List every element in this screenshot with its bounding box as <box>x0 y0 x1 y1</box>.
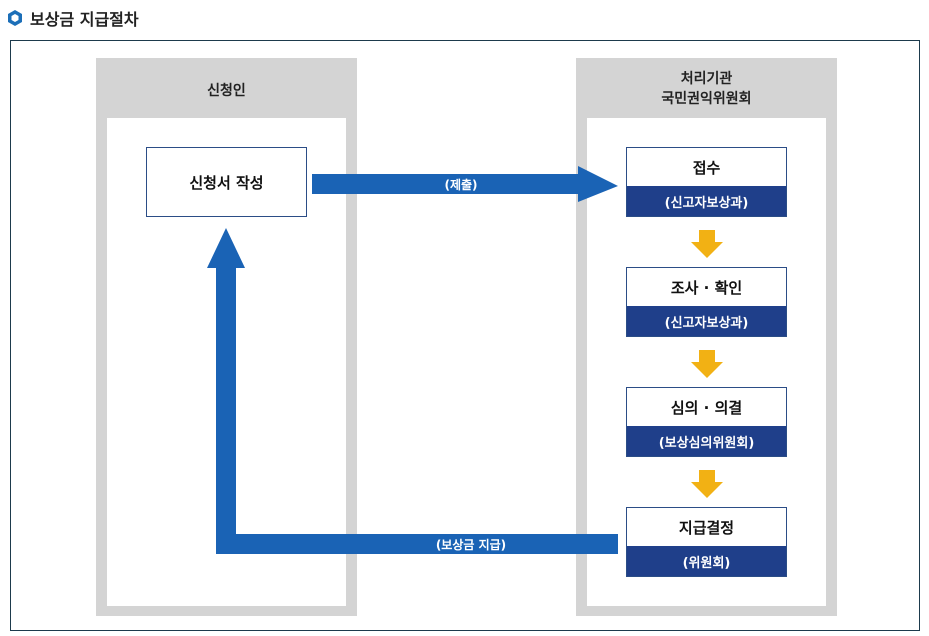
application-box-label: 신청서 작성 <box>189 173 264 192</box>
step-box-decision: 지급결정 (위원회) <box>626 507 787 577</box>
step-label: 접수 <box>692 158 721 177</box>
page-title: 보상금 지급절차 <box>8 6 139 30</box>
submit-arrow-label: (제출) <box>444 178 478 192</box>
step-box-investigation: 조사 · 확인 (신고자보상과) <box>626 267 787 337</box>
page-title-text: 보상금 지급절차 <box>30 10 139 29</box>
lane-agency-label: 처리기관 국민권익위원회 <box>576 69 837 109</box>
step-label: 조사 · 확인 <box>670 278 743 297</box>
step-box-receipt: 접수 (신고자보상과) <box>626 147 787 217</box>
lane-applicant-label: 신청인 <box>207 83 246 99</box>
step-arrow-3 <box>691 470 723 498</box>
lane-agency-label-line2: 국민권익위원회 <box>661 91 752 107</box>
application-box: 신청서 작성 <box>146 147 307 217</box>
step-label: 심의 · 의결 <box>670 398 743 417</box>
diagram-frame: 신청인 처리기관 국민권익위원회 신청서 작성 접수 (신고자보상과) 조사 ·… <box>10 40 920 631</box>
hexagon-bullet-icon <box>8 10 22 26</box>
pay-arrow <box>207 228 618 554</box>
submit-arrow <box>312 166 618 202</box>
step-arrow-1 <box>691 230 723 258</box>
step-label: 지급결정 <box>678 518 735 537</box>
step-arrow-2 <box>691 350 723 378</box>
step-sublabel: (신고자보상과) <box>627 306 786 336</box>
flow-arrows <box>207 166 723 554</box>
step-box-deliberation: 심의 · 의결 (보상심의위원회) <box>626 387 787 457</box>
step-sublabel: (위원회) <box>627 546 786 576</box>
lane-agency-label-line1: 처리기관 <box>680 71 733 87</box>
pay-arrow-label: (보상금 지급) <box>435 538 507 552</box>
step-sublabel: (신고자보상과) <box>627 186 786 216</box>
step-sublabel: (보상심의위원회) <box>627 426 786 456</box>
